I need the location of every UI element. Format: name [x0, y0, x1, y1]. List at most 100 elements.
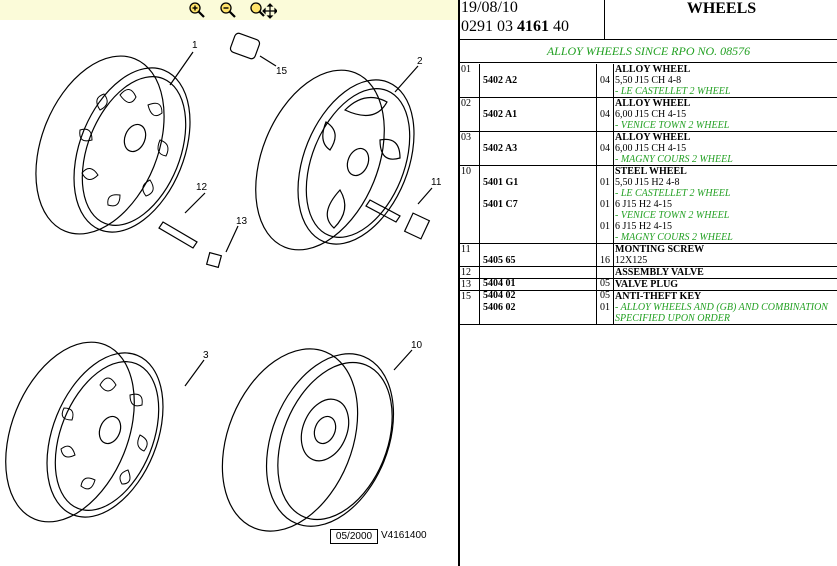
valve-assembly-12	[158, 221, 198, 249]
header-rule	[460, 39, 837, 40]
item-number: 01	[460, 64, 480, 98]
callout-label: 13	[236, 216, 248, 227]
quantity: 04	[600, 109, 610, 120]
zoom-in-icon[interactable]	[188, 1, 206, 19]
part-note: - ALLOY WHEELS AND (GB) AND COMBINATION …	[615, 302, 828, 324]
part-label: ASSEMBLY VALVE	[615, 267, 704, 278]
quantity: 04	[600, 143, 610, 154]
zoom-toolbar	[0, 0, 458, 20]
item-number: 12	[460, 266, 480, 279]
quantity: 01	[600, 199, 610, 210]
quantity: 05	[600, 278, 610, 289]
steel-wheel-10	[221, 348, 395, 532]
item-number: 10	[460, 165, 480, 244]
quantity: 04	[600, 75, 610, 86]
callout-label: 2	[417, 56, 423, 67]
part-note: - LE CASTELLET 2 WHEEL	[615, 86, 731, 97]
part-note: - VENICE TOWN 2 WHEEL	[615, 120, 730, 131]
drawing-code: V4161400	[381, 530, 427, 541]
panel-divider	[458, 0, 460, 566]
header-separator	[604, 0, 605, 40]
part-reference-cell: 5401 G1 5401 C7	[479, 165, 597, 244]
zoom-pan-icon[interactable]	[249, 1, 278, 19]
quantity-cell: 05	[596, 266, 614, 289]
part-spec: 6 J15 H2 4-15	[615, 199, 672, 210]
quantity-cell: 05	[596, 278, 614, 301]
part-label: ALLOY WHEEL	[615, 98, 691, 109]
part-reference[interactable]: 5404 02	[483, 290, 516, 301]
part-label: ANTI-THEFT KEY	[615, 291, 702, 302]
part-label: ALLOY WHEEL	[615, 64, 691, 75]
quantity-cell: 04	[596, 131, 614, 166]
part-reference[interactable]: 5402 A2	[483, 75, 518, 86]
part-reference[interactable]: 5401 G1	[483, 177, 519, 188]
part-spec: 5,50 J15 CH 4-8	[615, 75, 682, 86]
part-label: MONTING SCREW	[615, 244, 705, 255]
description-cell: ASSEMBLY VALVE	[613, 266, 837, 279]
item-number: 13	[460, 278, 480, 291]
callout-label: 10	[411, 340, 423, 351]
part-reference[interactable]: 5405 65	[483, 255, 516, 266]
part-reference-cell: 5406 02	[479, 290, 597, 325]
part-reference-cell: 5402 A1	[479, 97, 597, 132]
part-label: STEEL WHEEL	[615, 166, 687, 177]
part-reference[interactable]: 5402 A3	[483, 143, 518, 154]
part-note: - MAGNY COURS 2 WHEEL	[615, 154, 733, 165]
section-subtitle: ALLOY WHEELS SINCE RPO NO. 08576	[460, 41, 837, 63]
alloy-wheel-2	[255, 69, 415, 251]
part-reference-cell: 5405 65	[479, 243, 597, 267]
zoom-out-icon[interactable]	[219, 1, 237, 19]
part-spec: 6,00 J15 CH 4-15	[615, 143, 687, 154]
item-number: 15	[460, 290, 480, 325]
part-reference[interactable]: 5406 02	[483, 302, 516, 313]
code-prefix: 0291 03	[461, 18, 517, 35]
part-note: - LE CASTELLET 2 WHEEL	[615, 188, 731, 199]
part-reference-cell: 5402 A2	[479, 64, 597, 98]
part-spec: 5,50 J15 H2 4-8	[615, 177, 680, 188]
wheels-drawing	[5, 32, 433, 532]
item-number: 02	[460, 97, 480, 132]
header-date: 19/08/10	[461, 0, 518, 16]
part-reference[interactable]: 5401 C7	[483, 199, 518, 210]
alloy-wheel-1	[35, 55, 191, 235]
quantity-cell: 01	[596, 290, 614, 325]
part-spec: 6 J15 H2 4-15	[615, 221, 672, 232]
callout-label: 1	[192, 40, 198, 51]
part-spec: 12X125	[615, 255, 648, 266]
part-note: - MAGNY COURS 2 WHEEL	[615, 232, 733, 243]
page-title: WHEELS	[686, 0, 757, 17]
drawing-date-stamp: 05/2000	[330, 529, 378, 544]
parts-panel: 19/08/10 0291 03 4161 40 WHEELS ALLOY WH…	[460, 0, 837, 566]
description-cell: ANTI-THEFT KEY- ALLOY WHEELS AND (GB) AN…	[613, 290, 837, 325]
header-code: 0291 03 4161 40	[461, 18, 569, 36]
part-reference[interactable]	[483, 221, 595, 243]
part-label: ALLOY WHEEL	[615, 132, 691, 143]
part-reference[interactable]: 5404 01	[483, 278, 516, 289]
description-cell: VALVE PLUG	[613, 278, 837, 291]
part-reference[interactable]: 5402 A1	[483, 109, 518, 120]
part-note: - VENICE TOWN 2 WHEEL	[615, 210, 730, 221]
part-reference-cell: 5402 A3	[479, 131, 597, 166]
valve-plug-13	[205, 251, 223, 269]
mounting-screw-11	[365, 199, 431, 240]
item-number: 11	[460, 243, 480, 267]
callout-label: 3	[203, 350, 209, 361]
quantity-cell: 04	[596, 97, 614, 132]
quantity-cell: 16	[596, 243, 614, 267]
illustration-panel: 1 2 15 12 11 13 3 10 05/2000 V4161400	[0, 0, 458, 544]
part-spec: 6,00 J15 CH 4-15	[615, 109, 687, 120]
